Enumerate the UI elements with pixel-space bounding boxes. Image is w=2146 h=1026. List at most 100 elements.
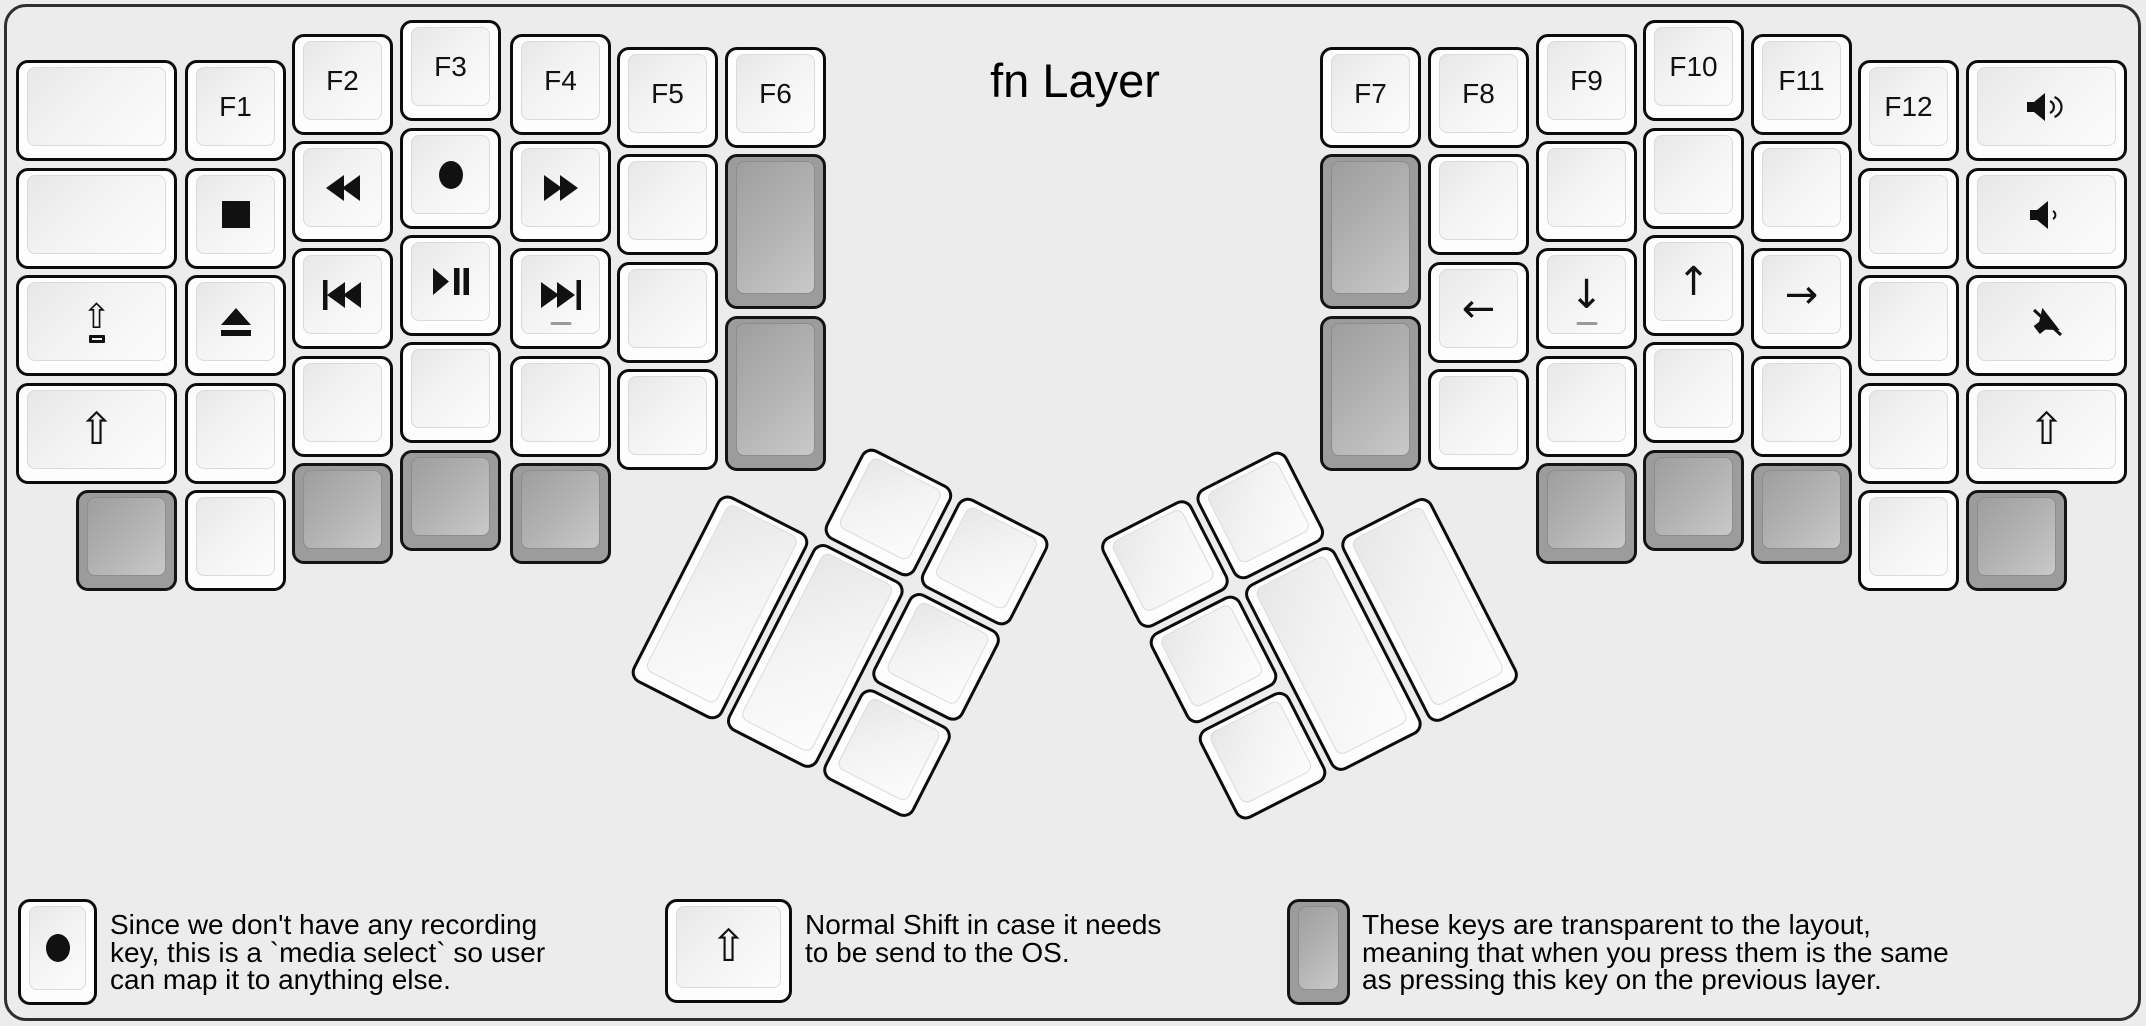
key-right-c2-row2 (1428, 154, 1529, 255)
key-f6-top: F6 (736, 54, 815, 133)
key-left-inner-tall-2-top (736, 323, 815, 456)
key-right-c2-row4 (1428, 369, 1529, 470)
key-f3-top: F3 (411, 27, 490, 106)
key-right-c6-row4-top (1869, 390, 1948, 469)
key-right-c4-row4-top (1654, 349, 1733, 428)
key-left-c4-row4 (400, 342, 501, 443)
key-next-track-top (521, 255, 600, 334)
key-label: F10 (1669, 50, 1718, 82)
key-left-c5-row4-top (521, 363, 600, 442)
homing-bar (1576, 322, 1597, 325)
key-stop-top (196, 175, 275, 254)
key-f10-top: F10 (1654, 27, 1733, 106)
key-left-inner-tall-1 (725, 154, 826, 309)
key-label: F5 (651, 77, 684, 109)
key-f12: F12 (1858, 60, 1959, 161)
rewind-icon (325, 174, 360, 201)
key-f7-top: F7 (1331, 54, 1410, 133)
key-shift-right: ⇧ (1966, 383, 2127, 484)
key-left-outer-row2 (16, 168, 177, 269)
key-right-c4-row2-top (1654, 135, 1733, 214)
key-right-bottom-1-top (1547, 470, 1626, 549)
ff-icon (543, 174, 578, 201)
record-icon (45, 934, 70, 962)
key-arrow-right: → (1751, 248, 1852, 349)
down-icon: ↓ (1569, 271, 1604, 318)
key-f4: F4 (510, 34, 611, 135)
key-right-c6-row4 (1858, 383, 1959, 484)
legend-transparent-text: These keys are transparent to the layout… (1362, 911, 1949, 994)
key-right-bottom-2-top (1654, 457, 1733, 536)
key-right-c6-row3 (1858, 275, 1959, 376)
key-right-c5-row4-top (1762, 363, 1841, 442)
key-left-bottom-5-top (521, 470, 600, 549)
key-fast-forward-top (521, 148, 600, 227)
key-left-bottom-1-top (87, 497, 166, 576)
caps-icon: ⇧ (82, 300, 111, 343)
key-f2: F2 (292, 34, 393, 135)
key-arrow-up: ↑ (1643, 235, 1744, 336)
stop-icon (221, 201, 250, 228)
key-left-bottom-2-top (196, 497, 275, 576)
key-right-c4-row2 (1643, 128, 1744, 229)
key-shift-left-top: ⇧ (27, 390, 166, 469)
key-arrow-left: ← (1428, 262, 1529, 363)
key-left-bottom-3-top (303, 470, 382, 549)
layer-title: fn Layer (990, 54, 1160, 107)
key-label: F1 (219, 90, 252, 122)
legend-record-line-2: key, this is a `media select` so user (110, 936, 546, 968)
next-icon (540, 279, 581, 310)
key-shift-left: ⇧ (16, 383, 177, 484)
shift-icon: ⇧ (710, 921, 747, 972)
key-right-c5-row4 (1751, 356, 1852, 457)
key-left-bottom-1 (76, 490, 177, 591)
key-left-c6-row4 (617, 369, 718, 470)
legend-shift-line-1: Normal Shift in case it needs (805, 909, 1162, 940)
key-prev-track (292, 248, 393, 349)
key-f9-top: F9 (1547, 41, 1626, 120)
legend-shift-sample-key-top: ⇧ (676, 906, 781, 988)
key-eject-top (196, 282, 275, 361)
legend-record-sample-key-top (29, 906, 86, 990)
right-icon: → (1784, 271, 1819, 318)
key-right-c3-row4 (1536, 356, 1637, 457)
key-right-inner-tall-1-top (1331, 161, 1410, 294)
shift-icon: ⇧ (78, 403, 115, 455)
key-left-bottom-4 (400, 450, 501, 551)
key-right-c5-row2 (1751, 141, 1852, 242)
eject-icon (220, 307, 251, 336)
up-icon: ↑ (1676, 258, 1711, 305)
left-icon: ← (1461, 285, 1496, 332)
key-f5: F5 (617, 47, 718, 148)
legend-record-line-3: can map it to anything else. (110, 964, 451, 995)
key-right-bottom-4-top (1869, 497, 1948, 576)
key-label: F12 (1884, 90, 1933, 122)
legend-transparent-line-1: These keys are transparent to the layout… (1362, 909, 1871, 940)
key-rewind-top (303, 148, 382, 227)
key-right-bottom-3 (1751, 463, 1852, 564)
key-left-c6-row4-top (628, 376, 707, 455)
key-right-c3-row2 (1536, 141, 1637, 242)
key-arrow-down-top: ↓ (1547, 255, 1626, 334)
key-right-inner-tall-2 (1320, 316, 1421, 471)
key-shift-right-top: ⇧ (1977, 390, 2116, 469)
record-icon (438, 160, 463, 189)
mute-icon (2030, 306, 2064, 338)
key-left-bottom-3 (292, 463, 393, 564)
key-next-track (510, 248, 611, 349)
key-left-thumb-2-top (933, 504, 1040, 612)
key-label: F7 (1354, 77, 1387, 109)
key-right-inner-tall-1 (1320, 154, 1421, 309)
key-left-c2-row4 (185, 383, 286, 484)
key-volume-down-top (1977, 175, 2116, 254)
legend-shift-line-2: to be send to the OS. (805, 936, 1070, 968)
key-right-c6-row2 (1858, 168, 1959, 269)
key-f8: F8 (1428, 47, 1529, 148)
key-right-bottom-5-top (1977, 497, 2056, 576)
key-record-top (411, 135, 490, 214)
key-f2-top: F2 (303, 41, 382, 120)
key-volume-up-top (1977, 67, 2116, 146)
key-rewind (292, 141, 393, 242)
